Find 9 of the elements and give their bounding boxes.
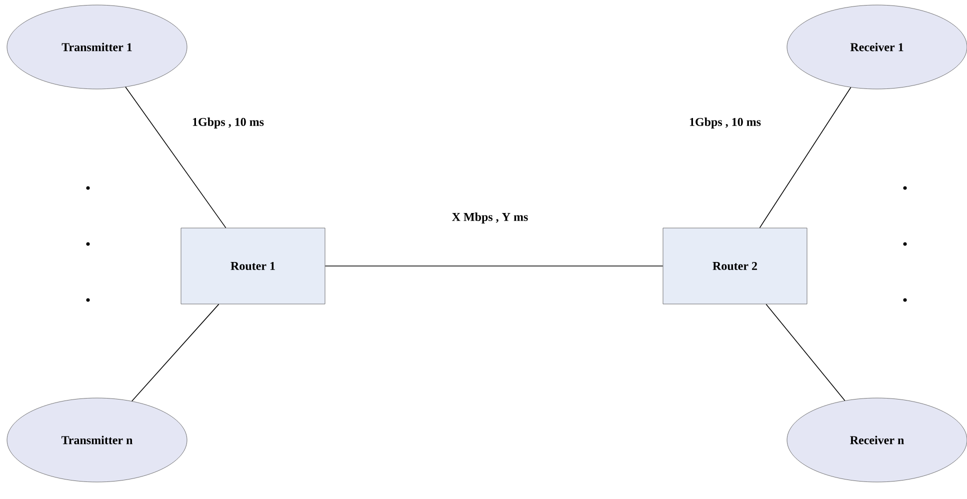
- edge-label: 1Gbps , 10 ms: [192, 118, 264, 128]
- edge-label: 1Gbps , 10 ms: [690, 118, 761, 128]
- connection-line: [132, 304, 220, 402]
- connection-line: [766, 304, 846, 401]
- connection-line: [759, 86, 852, 228]
- router-box: Router 1: [180, 228, 326, 304]
- router-box: Router 2: [662, 228, 808, 304]
- connection-line: [125, 86, 226, 228]
- edge-label: X Mbps , Y ms: [452, 212, 528, 224]
